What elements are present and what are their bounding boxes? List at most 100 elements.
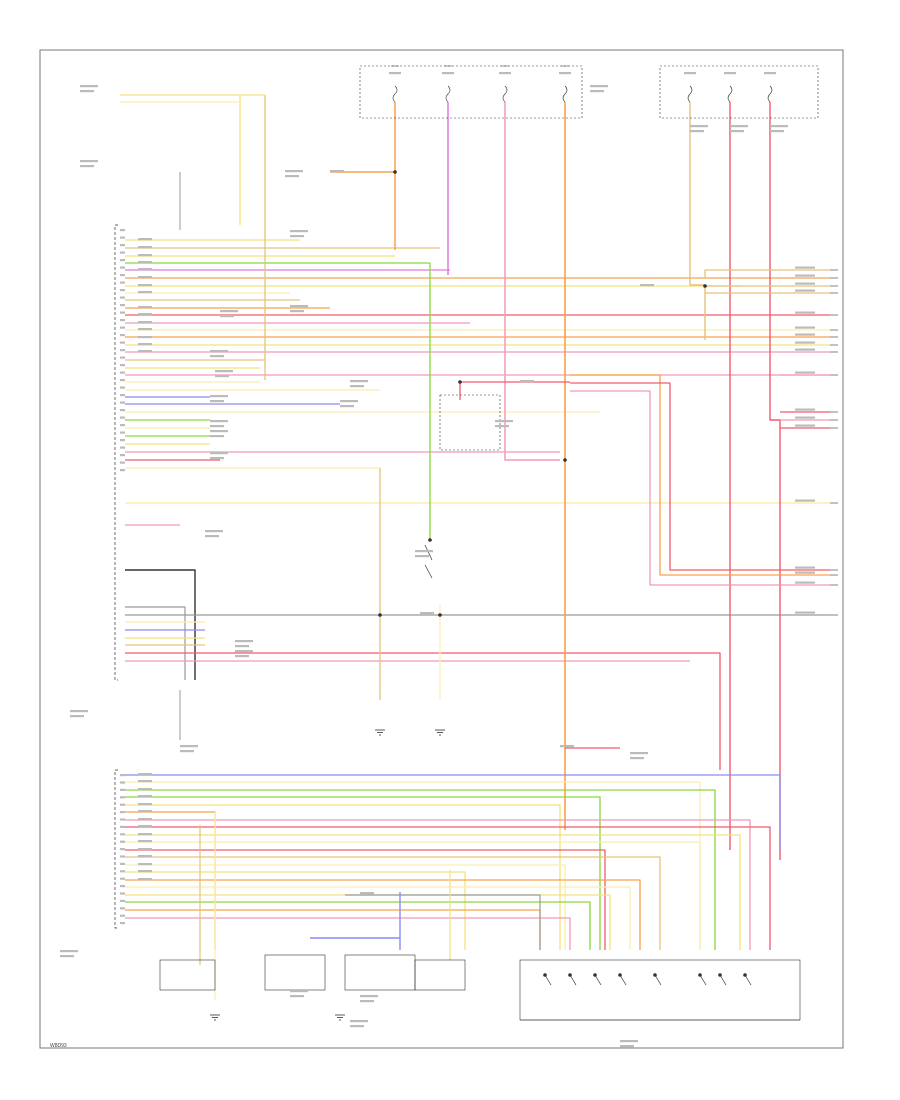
component-label-mark	[770, 130, 784, 133]
wire-label-mark	[138, 840, 152, 843]
pin-mark	[120, 825, 125, 828]
switch-pivot	[618, 973, 622, 977]
wire	[769, 102, 781, 860]
switch-contact	[654, 974, 662, 986]
component-label-mark	[285, 170, 303, 173]
component-label-mark	[235, 645, 249, 648]
wire-label-mark	[560, 745, 574, 748]
pin-mark	[120, 885, 125, 888]
component-label-mark	[290, 310, 304, 313]
component-layer	[114, 65, 838, 1021]
switch-box	[414, 959, 466, 991]
splice-dot	[428, 538, 432, 542]
pin-mark	[120, 296, 125, 299]
connector-label-mark	[795, 499, 815, 502]
connector-label-mark	[795, 611, 815, 614]
pin-mark	[120, 454, 125, 457]
fuse-symbol	[562, 85, 568, 103]
component-label-mark	[235, 640, 253, 643]
pin-mark	[120, 251, 125, 254]
pin-mark	[120, 229, 125, 232]
wire-layer	[120, 94, 830, 1000]
outer-frame	[39, 49, 844, 1049]
connector-label-mark	[795, 416, 815, 419]
wire-label-mark	[330, 170, 344, 173]
component-label-mark	[215, 375, 229, 378]
pin-mark	[120, 371, 125, 374]
pin-mark	[120, 326, 125, 329]
wire-label-mark	[138, 825, 152, 828]
component-label-mark	[205, 535, 219, 538]
wire	[504, 102, 560, 461]
switch-contact	[699, 974, 707, 986]
component-label-mark	[220, 315, 234, 318]
pin-mark	[120, 848, 125, 851]
wire	[345, 894, 541, 950]
fuse-label-mark	[764, 72, 776, 75]
connector-label-mark	[795, 348, 815, 351]
wire	[125, 841, 701, 950]
pin-mark	[120, 877, 125, 880]
wire-label-mark	[138, 268, 152, 271]
wire-label-mark	[138, 261, 152, 264]
wire	[125, 781, 701, 950]
component-label-mark	[770, 125, 788, 128]
connector-label-mark	[795, 371, 815, 374]
wire-label-mark	[138, 788, 152, 791]
wire-label-mark	[138, 254, 152, 257]
fuse-symbol	[767, 85, 773, 103]
pin-mark	[120, 364, 125, 367]
component-label-mark	[360, 995, 378, 998]
component-label-mark	[340, 400, 358, 403]
switch-pivot	[698, 973, 702, 977]
component-label-mark	[290, 235, 304, 238]
fuse-symbol	[727, 85, 733, 103]
pin-mark	[120, 289, 125, 292]
pin-mark	[120, 334, 125, 337]
component-label-mark	[180, 745, 198, 748]
switch-pivot	[543, 973, 547, 977]
wire-label-mark	[640, 284, 654, 287]
component-label-mark	[210, 430, 228, 433]
wire-label-mark	[138, 810, 152, 813]
fuse-label-mark	[389, 72, 401, 75]
pin-mark	[120, 304, 125, 307]
pin-mark	[120, 274, 125, 277]
wire	[125, 834, 741, 950]
wire	[125, 909, 541, 950]
component-label-mark	[285, 175, 299, 178]
pin-mark	[120, 833, 125, 836]
wire	[125, 879, 641, 950]
pin-mark	[120, 416, 125, 419]
wire	[125, 864, 566, 950]
wire-label-mark	[138, 780, 152, 783]
component-label-mark	[415, 555, 429, 558]
component-label-mark	[590, 85, 608, 88]
switch-contact	[744, 974, 752, 986]
component-label-mark	[210, 420, 228, 423]
fuse-panel	[659, 65, 819, 119]
wire	[125, 901, 591, 950]
wire-label-mark	[138, 795, 152, 798]
wire	[125, 856, 661, 950]
component-label-mark	[290, 230, 308, 233]
pin-mark	[120, 281, 125, 284]
connector-label-mark	[795, 282, 815, 285]
component-label-mark	[80, 85, 98, 88]
pin-mark	[120, 461, 125, 464]
wire	[125, 886, 631, 950]
switch-pivot	[743, 973, 747, 977]
switch-contact	[544, 974, 552, 986]
wire-label-mark	[138, 291, 152, 294]
switch-contact	[569, 974, 577, 986]
component-label-mark	[210, 457, 224, 460]
splice-dot	[378, 613, 382, 617]
wire-label-mark	[138, 833, 152, 836]
fuse-label-mark	[499, 72, 511, 75]
pin-mark	[120, 907, 125, 910]
pin-mark	[120, 379, 125, 382]
component-label-mark	[210, 425, 224, 428]
wire-label-mark	[138, 350, 152, 353]
wire-label-mark	[138, 284, 152, 287]
